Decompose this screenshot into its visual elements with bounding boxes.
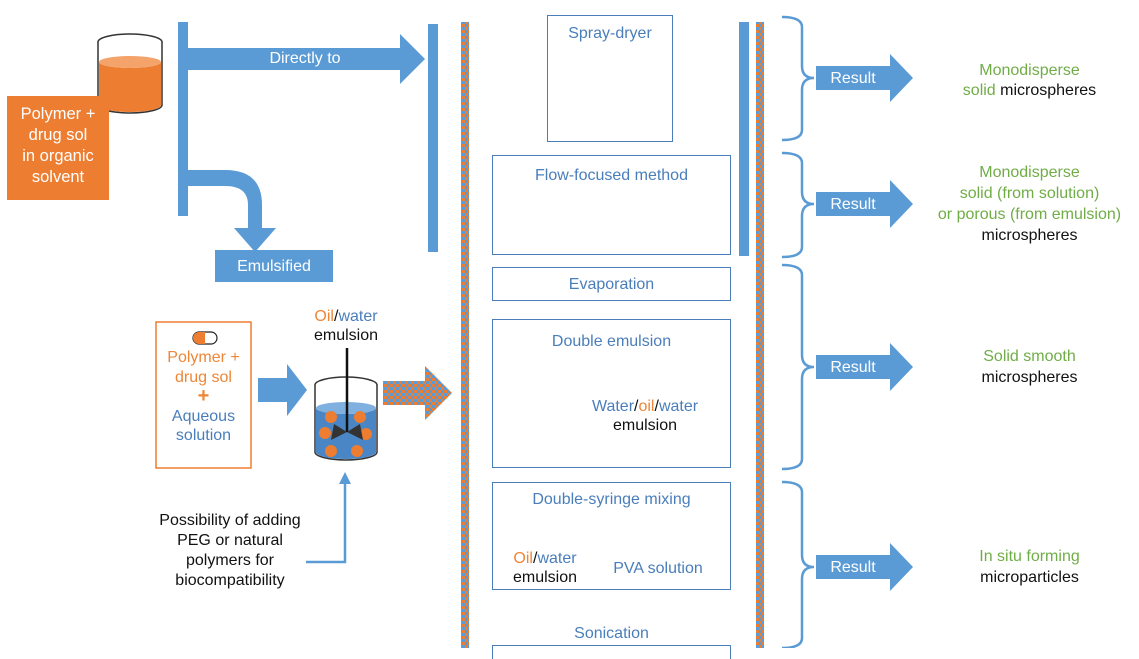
- aq-line1: Polymer +: [167, 349, 240, 366]
- wow-slash1: /: [634, 398, 639, 415]
- oil-water-emulsion-beaker-icon: [314, 348, 378, 461]
- result-arrows: [816, 54, 913, 591]
- wow-water1: Water: [591, 398, 635, 415]
- organic-solvent-label-box: [7, 96, 109, 200]
- spray-dryer-box: [547, 15, 673, 142]
- directly-to-arrow: [188, 34, 425, 84]
- aq-line4: solution: [175, 427, 232, 444]
- brace-3: [781, 263, 815, 471]
- double-emulsion-box: [492, 319, 731, 468]
- syr-emulsion: emulsion: [512, 569, 578, 586]
- result-arrow-3: [816, 343, 913, 391]
- double-syringe-label: Double-syringe mixing: [532, 491, 691, 508]
- peg-arrow: [306, 482, 347, 564]
- flow-focused-label: Flow-focused method: [535, 167, 688, 184]
- brace-1: [781, 15, 815, 142]
- ow-slash: /: [333, 308, 339, 325]
- result-label-2: Result: [830, 196, 876, 213]
- wow-emulsion: emulsion: [612, 417, 678, 434]
- evaporation-label: Evaporation: [568, 276, 655, 293]
- brace-4: [781, 480, 815, 648]
- aq-line3: Aqueous: [171, 407, 236, 425]
- ow-water: water: [338, 308, 378, 325]
- syringe-ow-label: Oil/water emulsion: [500, 549, 590, 587]
- wow-water2: water: [658, 398, 699, 415]
- organic-solvent-label: Polymer + drug sol in organic solvent: [20, 105, 96, 186]
- result-text-2: Monodisperse solid (from solution) or po…: [937, 164, 1122, 244]
- emulsified-box: [215, 250, 333, 282]
- left-hatched-separator: [461, 22, 469, 648]
- result-arrow-1: [816, 54, 913, 102]
- syr-slash: /: [532, 550, 538, 567]
- oil-water-emulsion-label: Oil/water emulsion: [296, 307, 396, 345]
- braces: [781, 15, 815, 648]
- result-text-1: Monodisperse solid microspheres: [962, 62, 1097, 99]
- right-hatched-separator: [756, 22, 764, 648]
- aq-line2: drug sol: [175, 368, 232, 386]
- result-label-4: Result: [830, 559, 876, 576]
- right-blue-bar: [739, 22, 749, 256]
- ow-oil: Oil: [314, 308, 334, 325]
- capsule-icon: [192, 331, 218, 345]
- evaporation-box: [492, 267, 731, 301]
- syr-oil: Oil: [513, 550, 533, 567]
- result-arrow-4: [816, 543, 913, 591]
- double-syringe-box: [492, 482, 731, 590]
- target-vertical-bar: [428, 24, 438, 252]
- syr-water: water: [537, 550, 577, 567]
- pva-label: PVA solution: [613, 560, 703, 577]
- brace-2: [781, 151, 815, 259]
- wow-oil: oil: [638, 398, 655, 415]
- result-text-3: Solid smooth microspheres: [981, 348, 1078, 386]
- emulsified-curved-arrow: [188, 170, 276, 252]
- wow-slash2: /: [654, 398, 659, 415]
- to-emulsion-arrow: [258, 364, 307, 416]
- directly-to-label: Directly to: [269, 50, 341, 67]
- spray-dryer-label: Spray-dryer: [568, 25, 652, 42]
- aqueous-solution-box: [155, 321, 252, 469]
- result-text-4: In situ forming microparticles: [979, 548, 1080, 586]
- peg-arrow-head: [339, 472, 351, 484]
- emulsified-label: Emulsified: [237, 258, 311, 275]
- sonication-label: Sonication: [574, 625, 649, 642]
- ow-emulsion: emulsion: [313, 327, 379, 344]
- result-label-3: Result: [830, 359, 876, 376]
- aq-plus: +: [197, 385, 210, 407]
- result-label-1: Result: [830, 70, 876, 87]
- double-emulsion-label: Double emulsion: [551, 333, 672, 350]
- organic-solvent-beaker-icon: [97, 33, 163, 114]
- left-vertical-bar: [178, 22, 188, 216]
- hatched-arrow: [383, 366, 452, 420]
- sonication-box: [492, 645, 731, 659]
- aqueous-box-text: Polymer + drug sol + Aqueous solution: [156, 348, 251, 446]
- result-arrow-2: [816, 180, 913, 228]
- peg-note: Possibility of adding PEG or natural pol…: [159, 512, 301, 589]
- flow-focused-box: [492, 155, 731, 255]
- wow-emulsion-label: Water/oil/water emulsion: [570, 397, 720, 435]
